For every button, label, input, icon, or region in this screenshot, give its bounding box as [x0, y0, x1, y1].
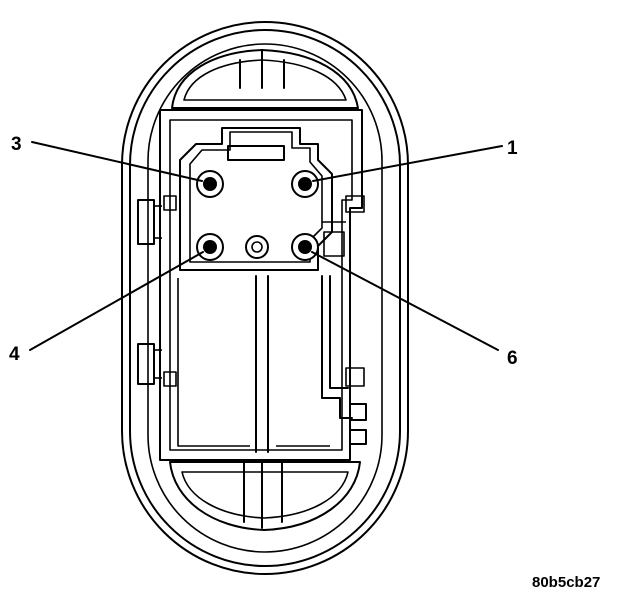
- lower-left-clip: [137, 343, 155, 385]
- switch-body: [159, 109, 367, 461]
- upper-left-clip: [137, 199, 155, 245]
- housing-bezel: [147, 43, 383, 553]
- leader-lines: [29, 141, 503, 351]
- side-clips: [137, 195, 177, 387]
- terminal-1: [291, 170, 319, 198]
- terminal-3: [196, 170, 224, 198]
- leader-6: [311, 251, 499, 351]
- leader-1: [312, 145, 503, 182]
- connector-block: [179, 127, 346, 271]
- callout-1: 1: [507, 138, 518, 159]
- terminal-4: [196, 233, 224, 261]
- terminal-6: [291, 233, 319, 261]
- terminals: [196, 170, 319, 261]
- terminal-center-post: [245, 235, 269, 259]
- housing-outer-outline: [121, 21, 409, 575]
- top-window: [171, 49, 359, 109]
- callout-3: 3: [11, 134, 22, 155]
- leader-4: [29, 251, 204, 351]
- callout-6: 6: [507, 348, 518, 369]
- bottom-window: [169, 461, 361, 531]
- leader-3: [31, 141, 203, 182]
- switch-housing: [121, 21, 409, 575]
- callout-4: 4: [9, 344, 20, 365]
- connector-latch: [227, 145, 285, 161]
- figure-code: 80b5cb27: [532, 574, 600, 591]
